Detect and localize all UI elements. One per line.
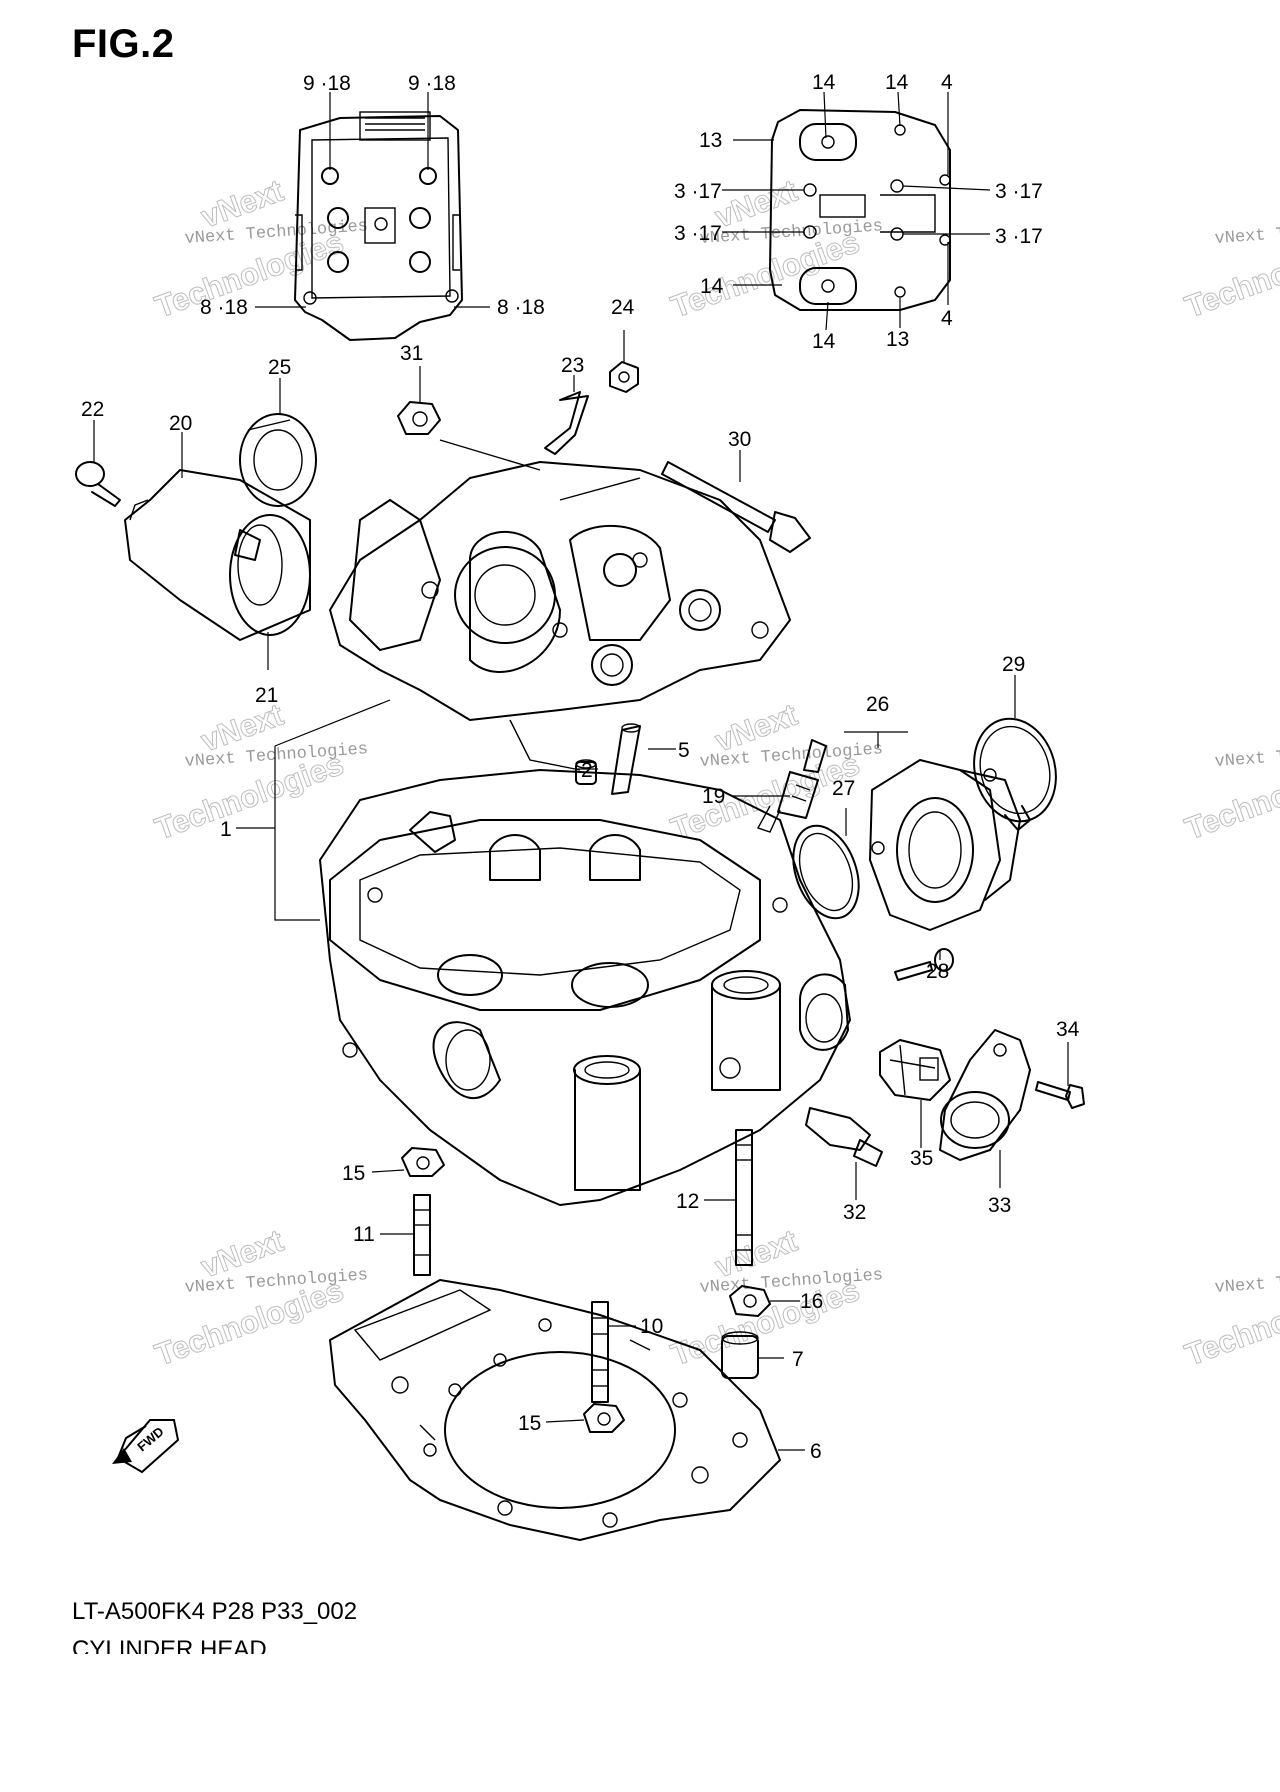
callout-25: 25 [268, 356, 291, 379]
callout-23: 23 [561, 354, 584, 377]
part-16-nut [729, 1285, 771, 1317]
watermark-3: vNext Technologies Technologies [1180, 217, 1280, 325]
figure-title: FIG.2 [72, 22, 175, 66]
fwd-arrow-icon: FWD [112, 1419, 180, 1474]
part-27-o-ring [792, 824, 860, 920]
watermark-5: vNext vNext Technologies Technologies [666, 696, 884, 847]
callout-10: 10 [640, 1315, 663, 1338]
callout-6: 6 [810, 1440, 822, 1463]
callout-16: 16 [800, 1290, 823, 1313]
part-35-thermostat [879, 1039, 951, 1101]
part-11-stud [413, 1194, 431, 1276]
figure-name: CYLINDER HEAD [72, 1636, 267, 1654]
callout-14: 14 [700, 275, 724, 298]
callout-4: 4 [941, 307, 953, 330]
svg-text:vNext Technologies: vNext Technologies [1214, 217, 1280, 249]
watermark-4: vNext vNext Technologies Technologies [150, 696, 369, 847]
callout-8-18: 8 ·18 [200, 296, 248, 319]
callout-15: 15 [342, 1162, 365, 1185]
part-26-intake-flange [869, 759, 1021, 931]
callout-31: 31 [400, 342, 423, 365]
callout-9-18: 9 ·18 [303, 72, 351, 95]
watermark-7: vNext vNext Technologies Technologies [150, 1222, 369, 1373]
part-30-long-bolt [661, 461, 811, 553]
callout-24: 24 [611, 296, 635, 319]
part-2-dowel [575, 759, 597, 785]
callout-13: 13 [886, 328, 909, 351]
callout-35: 35 [910, 1147, 933, 1170]
callout-30: 30 [728, 428, 751, 451]
callout-14: 14 [812, 330, 836, 353]
callout-28: 28 [926, 960, 949, 983]
part-29-clamp [973, 717, 1057, 831]
part-1-cylinder-head [319, 769, 851, 1206]
part-32-temp-sensor [805, 1107, 883, 1167]
part-15-nut-lower [583, 1403, 625, 1433]
callout-4: 4 [941, 71, 953, 94]
inset-cover-plate-view [769, 109, 951, 311]
part-7-dowel [721, 1331, 759, 1379]
svg-text:vNext Technologies: vNext Technologies [1214, 1266, 1280, 1298]
callout-3-17: 3 ·17 [995, 180, 1043, 203]
callout-21: 21 [255, 684, 278, 707]
callout-12: 12 [676, 1190, 699, 1213]
callout-14: 14 [812, 71, 836, 94]
part-20-intake-pipe [124, 469, 311, 641]
callout-27: 27 [832, 777, 855, 800]
callout-1: 1 [220, 818, 232, 841]
part-15-nut-upper [401, 1147, 445, 1177]
part-10-stud [591, 1301, 609, 1403]
watermark-9: vNext Technologies Technologies [1180, 1266, 1280, 1373]
callout-19: 19 [702, 785, 725, 808]
part-28-screw [894, 948, 954, 981]
figure-code: LT-A500FK4 P28 P33_002 [72, 1598, 358, 1625]
callout-5: 5 [678, 739, 690, 762]
callout-14: 14 [885, 71, 909, 94]
callout-22: 22 [81, 398, 104, 421]
callout-34: 34 [1056, 1018, 1080, 1041]
part-22-bolt [75, 461, 121, 507]
callout-3-17: 3 ·17 [995, 225, 1043, 248]
part-6-head-gasket [329, 1279, 781, 1541]
callout-labels: 9 ·18 9 ·18 8 ·18 8 ·18 14 14 4 13 3 ·17… [81, 71, 1080, 1463]
callout-7: 7 [792, 1348, 804, 1371]
part-25-seal [239, 413, 317, 507]
part-23-stud [544, 391, 589, 455]
inset-head-cover-view [294, 111, 463, 341]
svg-text:vNext Technologies: vNext Technologies [1214, 740, 1280, 772]
callout-11: 11 [353, 1223, 375, 1246]
watermark-group: vNext vNext Technologies Technologies vN… [150, 172, 1280, 1373]
part-24-nut [609, 361, 639, 393]
part-5-plug [611, 723, 641, 795]
callout-20: 20 [169, 412, 192, 435]
watermark-1: vNext vNext Technologies Technologies [150, 172, 369, 325]
camshaft-holder-assembly [329, 439, 791, 771]
callout-33: 33 [988, 1194, 1011, 1217]
callout-29: 29 [1002, 653, 1025, 676]
watermark-6: vNext Technologies Technologies [1180, 740, 1280, 847]
part-19-spark-plug [756, 739, 827, 833]
callout-13: 13 [699, 129, 722, 152]
callout-8-18: 8 ·18 [497, 296, 545, 319]
callout-3-17: 3 ·17 [674, 222, 722, 245]
callout-15: 15 [518, 1412, 541, 1435]
callout-32: 32 [843, 1201, 866, 1224]
part-12-long-stud [735, 1129, 753, 1266]
part-33-water-outlet [939, 1029, 1031, 1161]
callout-9-18: 9 ·18 [408, 72, 456, 95]
callout-26: 26 [866, 693, 889, 716]
part-34-bolt [1035, 1081, 1085, 1109]
callout-2: 2 [581, 759, 593, 782]
part-31-nut [397, 401, 441, 435]
leader-lines [93, 91, 1069, 1451]
callout-3-17: 3 ·17 [674, 180, 722, 203]
